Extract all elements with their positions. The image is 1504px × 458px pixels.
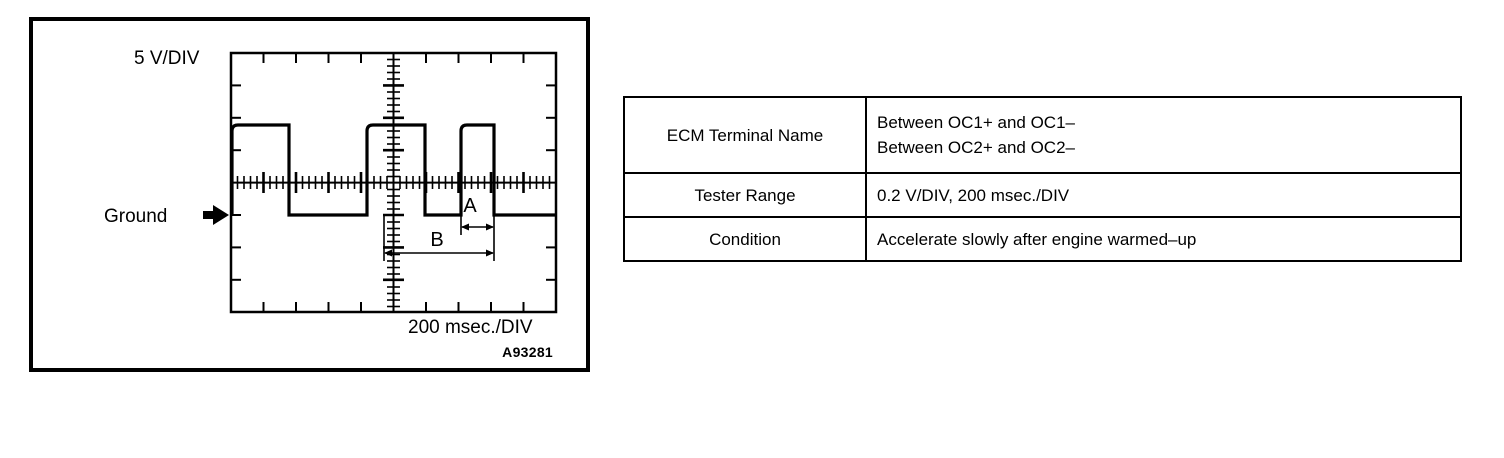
measurement-b-label: B bbox=[430, 229, 443, 251]
row-label-ecm-terminal-name: ECM Terminal Name bbox=[623, 96, 867, 174]
grid-x-division-ticks bbox=[262, 53, 525, 312]
row-label-tester-range: Tester Range bbox=[623, 172, 867, 218]
specification-table: ECM Terminal Name Between OC1+ and OC1– … bbox=[623, 96, 1462, 262]
table-row: ECM Terminal Name Between OC1+ and OC1– … bbox=[623, 96, 1462, 174]
table-row: Tester Range 0.2 V/DIV, 200 msec./DIV bbox=[623, 172, 1462, 218]
signal-waveform-trace bbox=[230, 123, 556, 217]
value-line: Between OC1+ and OC1– bbox=[877, 113, 1075, 132]
vertical-scale-label: 5 V/DIV bbox=[134, 48, 200, 69]
measurement-b: B bbox=[383, 215, 495, 261]
measurement-a: A bbox=[460, 195, 495, 235]
row-value-ecm-terminal-name: Between OC1+ and OC1– Between OC2+ and O… bbox=[865, 96, 1462, 174]
value-line: Between OC2+ and OC2– bbox=[877, 138, 1075, 157]
row-label-condition: Condition bbox=[623, 216, 867, 262]
measurement-a-label: A bbox=[463, 195, 477, 217]
horizontal-scale-label: 200 msec./DIV bbox=[408, 317, 533, 338]
row-value-tester-range: 0.2 V/DIV, 200 msec./DIV bbox=[865, 172, 1462, 218]
ground-label: Ground bbox=[104, 206, 167, 227]
waveform-figure-panel: A B 5 V/DIV 200 msec./DIV Ground A93281 bbox=[29, 17, 590, 372]
table-row: Condition Accelerate slowly after engine… bbox=[623, 216, 1462, 262]
ground-arrow-icon bbox=[203, 205, 229, 225]
oscilloscope-diagram: A B 5 V/DIV 200 msec./DIV Ground A93281 bbox=[104, 48, 558, 360]
figure-reference-code: A93281 bbox=[502, 344, 553, 360]
row-value-condition: Accelerate slowly after engine warmed–up bbox=[865, 216, 1462, 262]
